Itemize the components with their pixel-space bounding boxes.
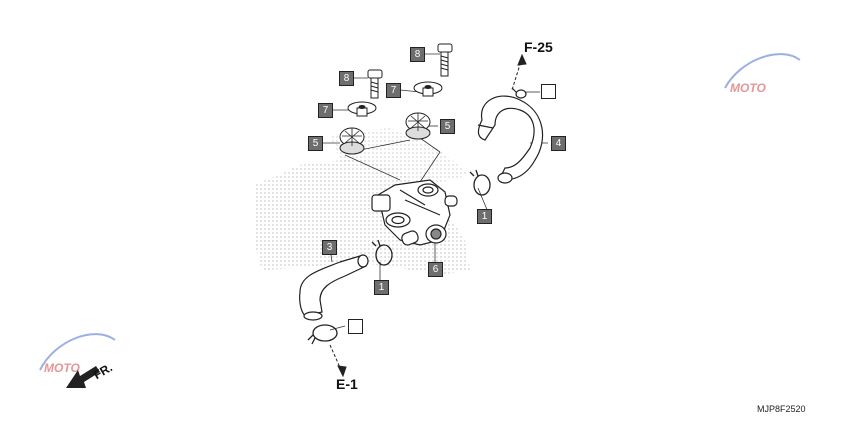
reference-f25: F-25 xyxy=(524,39,553,55)
svg-text:MOTO: MOTO xyxy=(44,361,80,375)
callout-blank-b xyxy=(348,319,363,334)
callout-bolt-8a: 8 xyxy=(339,71,354,86)
hose-clamp-icon xyxy=(469,169,491,196)
svg-text:MOTO: MOTO xyxy=(730,81,766,95)
bolt-icon xyxy=(437,43,453,77)
collar-icon xyxy=(347,101,377,117)
callout-collar-7a: 7 xyxy=(318,103,333,118)
callout-clamp-1b: 1 xyxy=(374,280,389,295)
watermark-logo: MOTO xyxy=(39,333,116,375)
callout-hose-3: 3 xyxy=(322,240,337,255)
callout-grommet-5b: 5 xyxy=(440,119,455,134)
callout-valve-6: 6 xyxy=(428,262,443,277)
callout-grommet-5a: 5 xyxy=(308,136,323,151)
hose-clamp-icon xyxy=(371,239,393,266)
grommet-icon xyxy=(405,112,431,140)
watermark-logo: MOTO xyxy=(724,53,801,95)
hose-clip-icon xyxy=(511,87,527,99)
callout-clamp-1a: 1 xyxy=(477,209,492,224)
hose-clamp-icon xyxy=(307,324,338,345)
air-valve-assembly xyxy=(371,179,458,246)
air-hose-lower xyxy=(299,254,369,321)
e1-arrow xyxy=(329,344,347,378)
callout-blank-a xyxy=(541,84,556,99)
grommet-icon xyxy=(339,127,365,155)
callout-hose-4: 4 xyxy=(551,136,566,151)
air-hose-upper xyxy=(477,95,544,184)
front-direction-arrow xyxy=(66,366,100,388)
callout-collar-7b: 7 xyxy=(386,83,401,98)
engine-shadow-area-2 xyxy=(330,128,470,185)
bolt-icon xyxy=(367,69,383,99)
collar-icon xyxy=(413,81,443,97)
reference-e1: E-1 xyxy=(336,376,358,392)
drawing-code: MJP8F2520 xyxy=(757,404,806,414)
f25-arrow xyxy=(511,53,527,91)
callout-bolt-8b: 8 xyxy=(410,47,425,62)
